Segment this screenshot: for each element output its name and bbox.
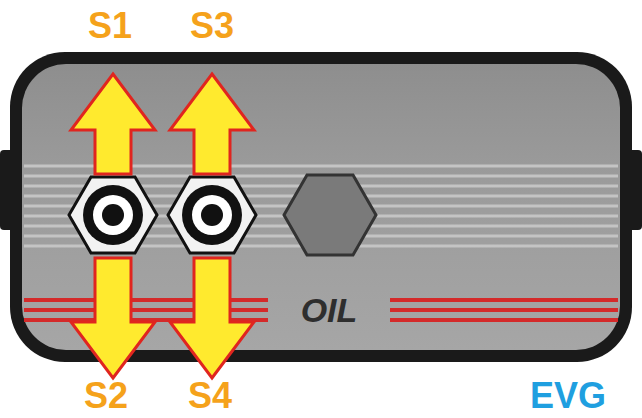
oil-marking: OIL (301, 290, 358, 330)
fitting-nut (69, 177, 157, 253)
port-label: S3 (190, 6, 234, 46)
port-label: S1 (88, 6, 132, 46)
model-label: EVG (530, 376, 606, 416)
oil-plug (284, 175, 376, 255)
flow-arrow-down (170, 258, 254, 378)
flow-arrow-up (71, 74, 155, 174)
flow-arrow-down (71, 258, 155, 378)
port-label: S4 (188, 376, 232, 416)
flow-arrow-up (170, 74, 254, 174)
fitting-nut (168, 177, 256, 253)
port-label: S2 (84, 376, 128, 416)
